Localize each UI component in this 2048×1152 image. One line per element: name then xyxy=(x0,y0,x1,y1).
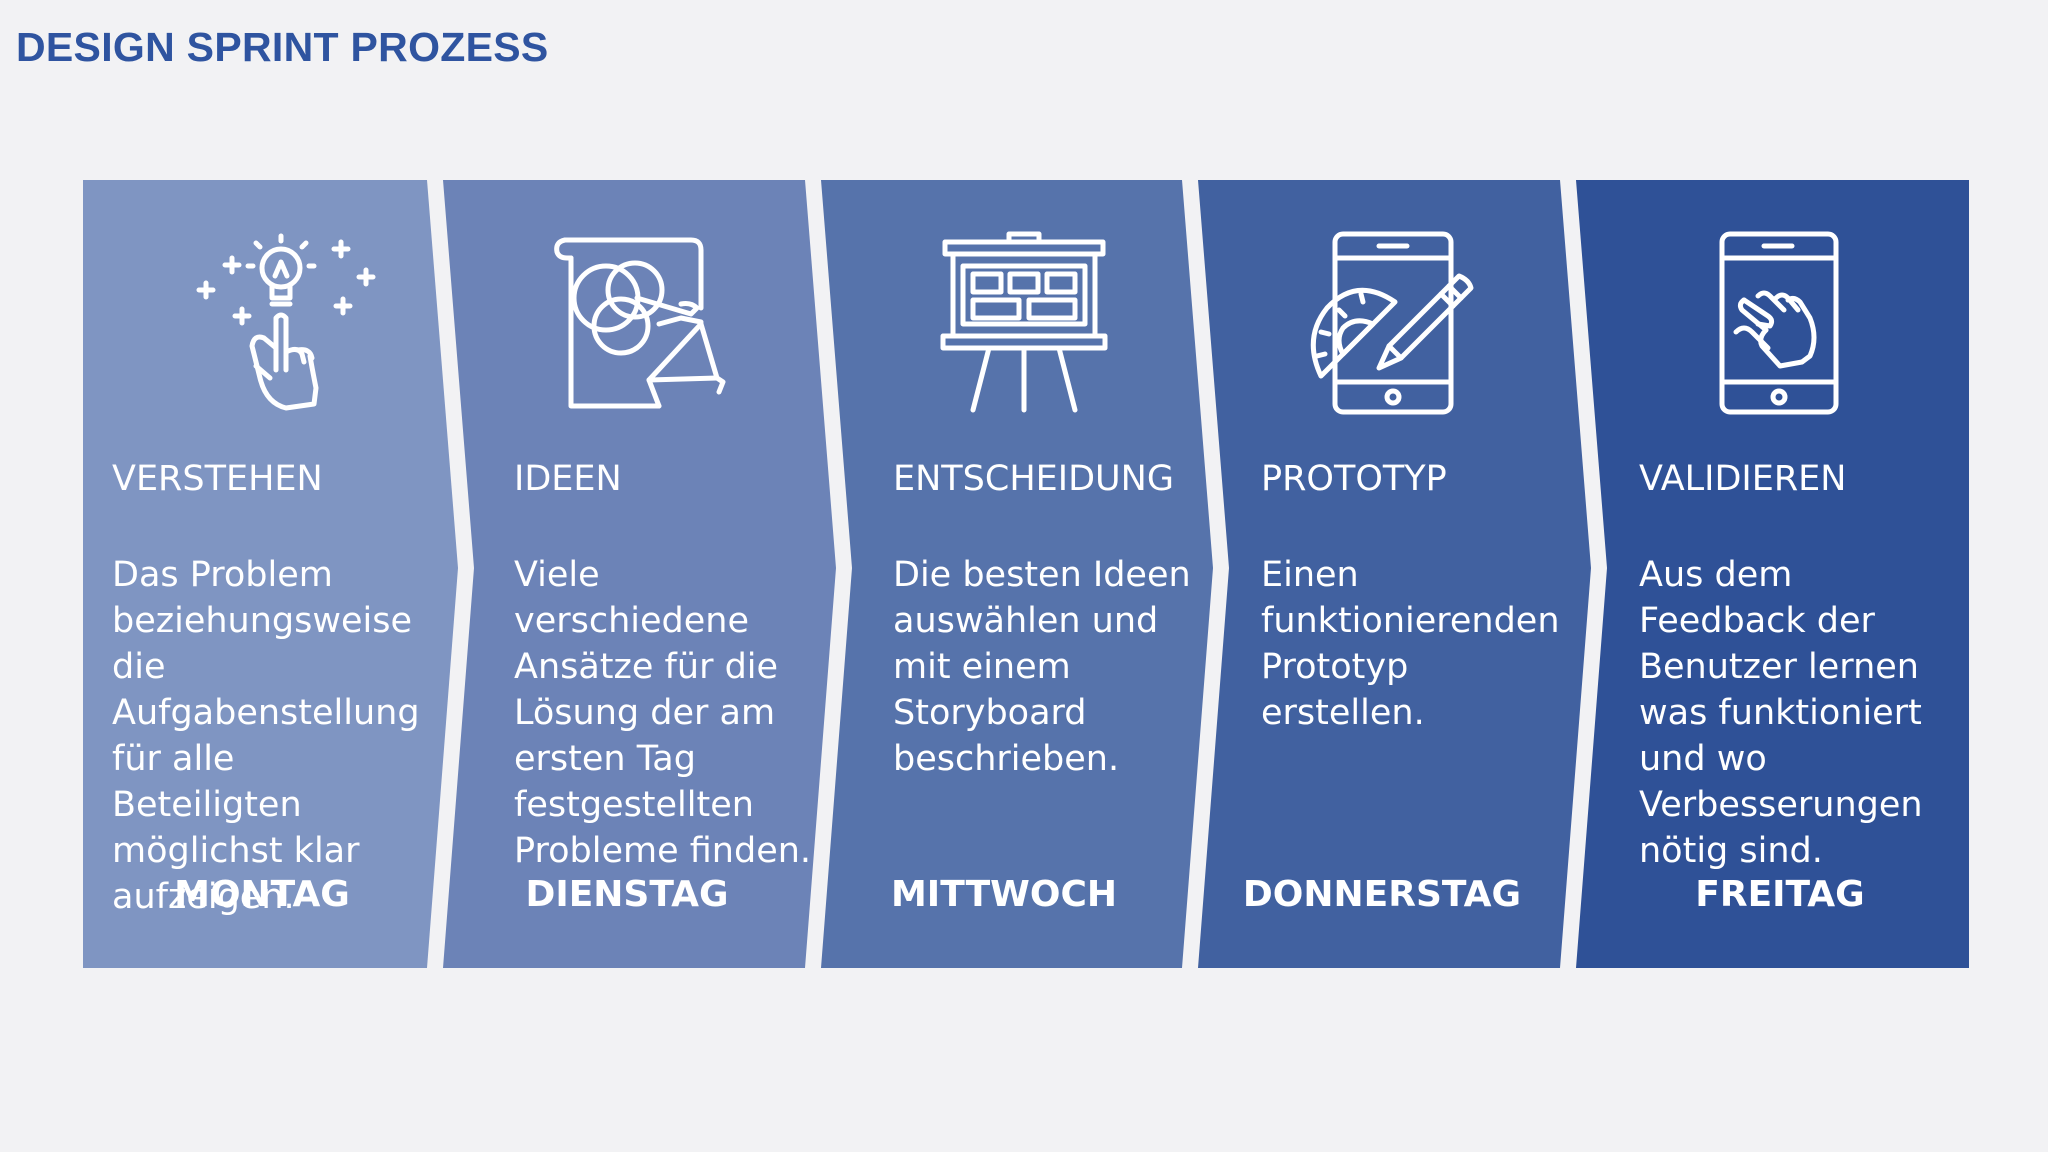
storyboard-easel-icon xyxy=(940,231,1108,413)
step-shape-4 xyxy=(1198,180,1591,968)
step-day-mittwoch: MITTWOCH xyxy=(890,874,1118,915)
tablet-touch-icon xyxy=(1719,231,1839,415)
step-description-ideen: Viele verschiedene Ansätze für die Lösun… xyxy=(514,555,812,871)
step-name-prototyp: PROTOTYP xyxy=(1261,459,1447,499)
step-shape-1 xyxy=(83,180,458,968)
step-name-entscheidung: ENTSCHEIDUNG xyxy=(893,459,1174,499)
step-shape-5 xyxy=(1576,180,1969,968)
step-name-verstehen: VERSTEHEN xyxy=(112,459,323,499)
tablet-design-tools-icon xyxy=(1310,231,1474,415)
brainstorm-board-icon xyxy=(554,237,726,409)
step-shape-3 xyxy=(821,180,1213,968)
step-name-ideen: IDEEN xyxy=(514,459,622,499)
step-day-freitag: FREITAG xyxy=(1695,874,1865,915)
step-day-dienstag: DIENSTAG xyxy=(525,874,729,915)
step-description-validieren: Aus dem Feedback der Benutzer lernen was… xyxy=(1639,555,1923,871)
step-day-donnerstag: DONNERSTAG xyxy=(1242,874,1522,915)
step-shape-2 xyxy=(443,180,836,968)
step-description-prototyp: Einen funktionierenden Prototyp erstelle… xyxy=(1261,555,1560,733)
step-day-montag: MONTAG xyxy=(174,874,350,915)
step-description-entscheidung: Die besten Ideen auswählen und mit einem… xyxy=(893,555,1191,779)
step-description-verstehen: Das Problem beziehungsweise die Aufgaben… xyxy=(112,555,420,917)
idea-bulb-icon xyxy=(196,233,376,411)
step-name-validieren: VALIDIEREN xyxy=(1639,459,1847,499)
page-title: DESIGN SPRINT PROZESS xyxy=(16,24,549,70)
